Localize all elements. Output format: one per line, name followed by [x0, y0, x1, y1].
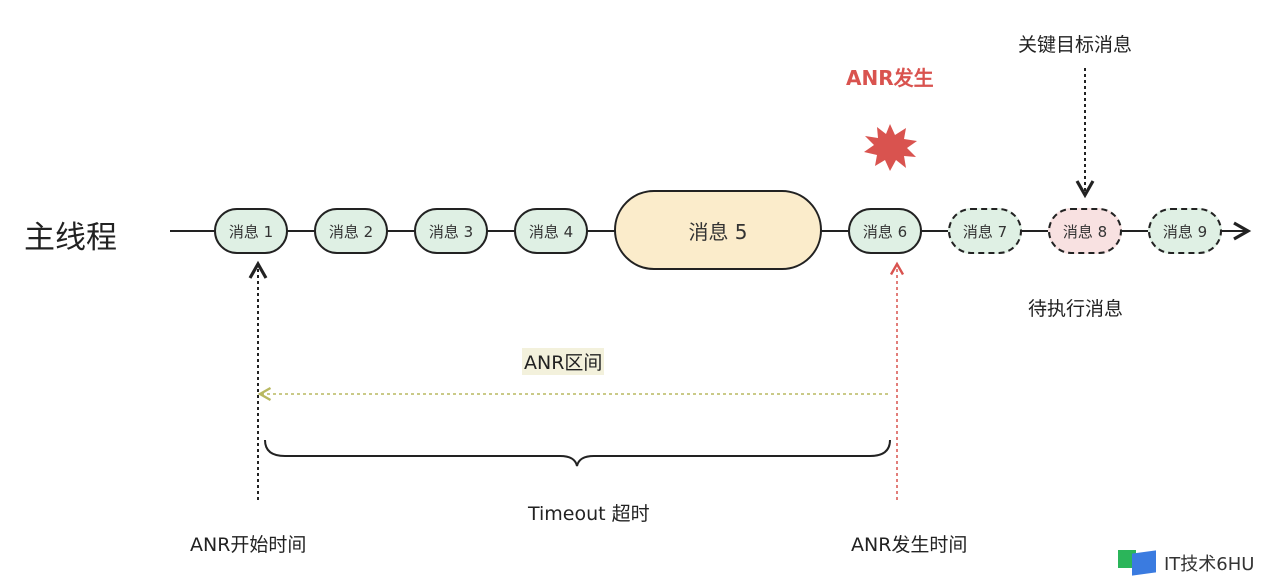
key-target-label: 关键目标消息 — [1018, 34, 1133, 56]
message-node-6: 消息 6 — [848, 208, 922, 254]
watermark-text: IT技术6HU — [1164, 554, 1255, 575]
anr-interval-label: ANR区间 — [522, 348, 605, 375]
watermark-logo-icon — [1118, 548, 1158, 576]
main-thread-label: 主线程 — [24, 220, 117, 256]
anr-occur-label: ANR发生 — [846, 66, 934, 90]
message-node-2: 消息 2 — [314, 208, 388, 254]
pending-label: 待执行消息 — [1028, 298, 1124, 320]
message-node-1: 消息 1 — [214, 208, 288, 254]
message-node-7: 消息 7 — [948, 208, 1022, 254]
message-node-3: 消息 3 — [414, 208, 488, 254]
explosion-icon — [864, 124, 917, 171]
anr-start-time-label: ANR开始时间 — [190, 534, 307, 556]
message-node-5: 消息 5 — [614, 190, 822, 270]
timeout-label: Timeout 超时 — [528, 503, 650, 525]
timeout-brace — [264, 439, 891, 467]
message-node-9: 消息 9 — [1148, 208, 1222, 254]
anr-occur-time-label: ANR发生时间 — [851, 534, 968, 556]
message-node-4: 消息 4 — [514, 208, 588, 254]
message-node-8: 消息 8 — [1048, 208, 1122, 254]
